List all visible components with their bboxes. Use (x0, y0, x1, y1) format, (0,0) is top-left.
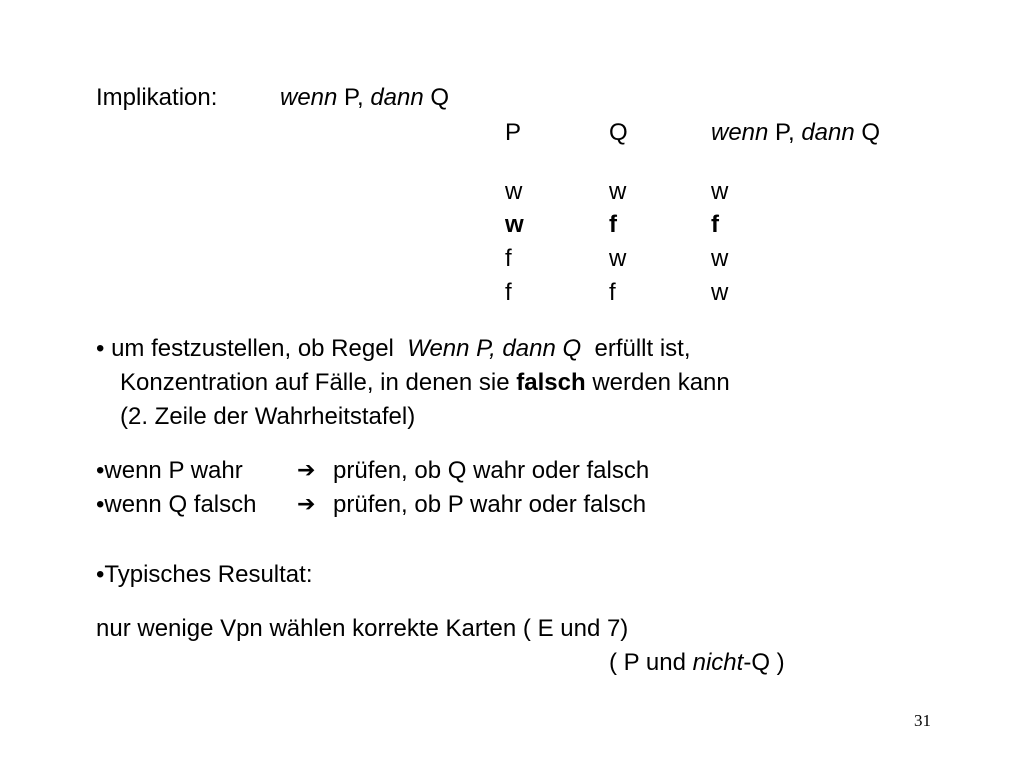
bullet-rule-falsch: falsch (516, 369, 586, 396)
bullet-check-line1-pre: •wenn P wahr (96, 457, 243, 484)
header-p: P, (775, 119, 795, 146)
arrow-right-icon: ➔ (297, 492, 316, 517)
truth-table-cell: w (505, 178, 523, 205)
result-label: •Typisches Resultat: (96, 561, 313, 588)
bullet-rule-line2: Konzentration auf Fälle, in denen sie fa… (120, 371, 730, 395)
bullet-rule-line2-pre: Konzentration auf Fälle, in denen sie (120, 369, 510, 396)
page-number: 31 (914, 711, 931, 730)
truth-table-cell: w (711, 178, 729, 205)
implication-formula: wenn P, dann Q (280, 86, 449, 110)
implication-label: Implikation: (96, 84, 218, 111)
formula-p: P, (344, 84, 364, 111)
rule-formula: Wenn P, dann Q (407, 335, 582, 362)
header-q: Q (861, 119, 881, 146)
truth-table-header-p: P (505, 119, 522, 146)
header-dann: dann (801, 119, 855, 146)
truth-table-header-result: wenn P, dann Q (711, 121, 880, 145)
bullet-rule-text: • um festzustellen, ob Regel (96, 335, 394, 362)
bullet-rule-text-post: erfüllt ist, (594, 335, 691, 362)
truth-table-cell: w (711, 279, 729, 306)
truth-table-cell: w (711, 245, 729, 272)
bullet-rule-line3: (2. Zeile der Wahrheitstafel) (120, 403, 416, 430)
truth-table-cell: f (609, 279, 616, 306)
formula-wenn: wenn (280, 84, 338, 111)
truth-table-cell-bold: f (609, 211, 617, 238)
bullet-check-line2-post: prüfen, ob P wahr oder falsch (333, 491, 647, 518)
result-nicht: nicht (692, 649, 744, 676)
bullet-rule-line1: • um festzustellen, ob Regel Wenn P, dan… (96, 337, 691, 361)
result-line1: nur wenige Vpn wählen korrekte Karten ( … (96, 615, 629, 642)
truth-table-header-q: Q (609, 119, 628, 146)
truth-table-cell: f (505, 279, 512, 306)
truth-table-cell: w (609, 178, 627, 205)
truth-table-cell-bold: w (505, 211, 524, 238)
bullet-rule-line2-post: werden kann (592, 369, 730, 396)
result-line2-pre: ( P und (609, 649, 686, 676)
formula-dann: dann (370, 84, 424, 111)
truth-table-cell-bold: f (711, 211, 719, 238)
result-line2-post: -Q ) (743, 649, 785, 676)
formula-q: Q (430, 84, 450, 111)
bullet-check-line1-post: prüfen, ob Q wahr oder falsch (333, 457, 650, 484)
arrow-right-icon: ➔ (297, 458, 316, 483)
truth-table-cell: f (505, 245, 512, 272)
bullet-check-line2-pre: •wenn Q falsch (96, 491, 257, 518)
result-line2: ( P und nicht-Q ) (609, 651, 785, 675)
header-wenn: wenn (711, 119, 769, 146)
truth-table-cell: w (609, 245, 627, 272)
